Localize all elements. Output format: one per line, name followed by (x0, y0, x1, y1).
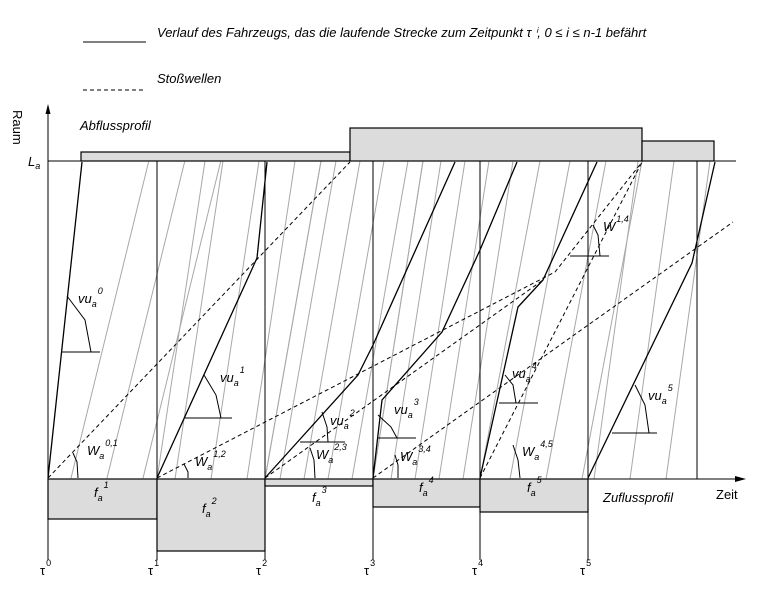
gray-trajectory-2 (142, 160, 222, 480)
inflow-bar-2 (156, 478, 266, 552)
gray-trajectory-5 (156, 160, 206, 480)
labels: τ0 τ1 τ2 τ3 τ4 τ5 fa1 fa2 fa3 fa4 fa5 vua0 vua1 vua2 v… (40, 214, 674, 578)
gray-trajectory-0 (70, 160, 150, 480)
time-point-label-1: τ1 (148, 558, 159, 578)
speed-label-3: vua3 (394, 397, 419, 420)
top-level-label: La (28, 154, 40, 171)
legend-dashed-text: Stoßwellen (157, 71, 221, 86)
gray-trajectory-21 (438, 160, 490, 480)
gray-trajectory-13 (303, 160, 361, 480)
vehicle-trajectory-1 (156, 161, 268, 479)
time-point-label-3: τ3 (364, 558, 375, 578)
vehicle-trajectory-4 (479, 161, 598, 479)
inflow-bar-3 (264, 478, 374, 487)
vehicle-trajectories-gray (70, 160, 711, 480)
outflow-bar-2 (349, 127, 643, 162)
shockwave-label-2: Wa2,3 (316, 442, 347, 465)
vehicle-trajectory-5 (587, 161, 716, 479)
x-axis-arrow-icon (735, 476, 746, 482)
inflow-label-3: fa4 (419, 475, 434, 498)
vehicle-trajectory-2 (264, 161, 456, 479)
inflow-label-2: fa3 (312, 485, 327, 508)
time-point-label-2: τ2 (256, 558, 267, 578)
gray-trajectory-11 (264, 160, 322, 480)
shockwave-4-5 (479, 161, 643, 479)
gray-trajectory-25 (509, 160, 571, 480)
speed-label-5: vua5 (648, 383, 674, 406)
gray-trajectory-12 (279, 160, 337, 480)
time-verticals (156, 161, 698, 560)
gray-trajectory-22 (462, 160, 514, 480)
shockwave-3-4 (372, 221, 734, 479)
inflow-label-0: fa1 (94, 480, 109, 503)
gray-trajectory-8 (246, 160, 296, 480)
time-point-label-5: τ5 (580, 558, 591, 578)
shockwave-label-5: W1,4 (603, 214, 629, 234)
shockwave-label-1: Wa1,2 (195, 449, 226, 472)
gray-trajectory-26 (545, 160, 607, 480)
gray-trajectory-29 (593, 160, 639, 480)
gray-trajectory-7 (210, 160, 260, 480)
gray-trajectory-15 (351, 160, 409, 480)
vehicle-trajectory-0 (47, 161, 83, 479)
inflow-profile-label: Zuflussprofil (602, 490, 674, 505)
speed-label-4: vua4 (512, 361, 537, 384)
outflow-bar-1 (80, 151, 351, 162)
speed-label-2: vua2 (330, 408, 355, 431)
shockwave-label-0: Wa0,1 (87, 438, 118, 461)
shockwave-1-2 (156, 161, 643, 479)
gray-trajectory-30 (629, 160, 675, 480)
inflow-label-1: fa2 (202, 496, 217, 519)
shockwave-label-4: Wa4,5 (522, 439, 554, 462)
shockwave-label-3: Wa3,4 (400, 444, 431, 467)
gray-trajectory-20 (414, 160, 466, 480)
time-point-label-4: τ4 (472, 558, 483, 578)
gray-trajectory-31 (665, 160, 711, 480)
inflow-label-4: fa5 (527, 475, 543, 498)
angle-marks (61, 224, 657, 479)
shockwave-0-1 (47, 161, 351, 479)
gray-trajectory-24 (479, 160, 541, 480)
outflow-profile-label: Abflussprofil (79, 118, 152, 133)
gray-trajectory-1 (106, 160, 186, 480)
gray-trajectory-18 (372, 160, 424, 480)
legend-solid-text: Verlauf des Fahrzeugs, das die laufende … (157, 25, 648, 40)
gray-trajectory-19 (390, 160, 442, 480)
x-axis-label: Zeit (716, 487, 738, 502)
speed-label-1: vua1 (220, 365, 245, 388)
time-point-label-0: τ0 (40, 558, 51, 578)
y-axis-label: Raum (10, 110, 25, 145)
vehicle-trajectory-3 (372, 161, 518, 479)
gray-trajectory-27 (581, 160, 643, 480)
speed-label-0: vua0 (78, 286, 103, 309)
gray-trajectory-14 (327, 160, 385, 480)
shockwave-2-3 (264, 279, 544, 479)
outflow-bar-3 (641, 140, 715, 162)
y-axis-arrow-icon (45, 104, 51, 114)
